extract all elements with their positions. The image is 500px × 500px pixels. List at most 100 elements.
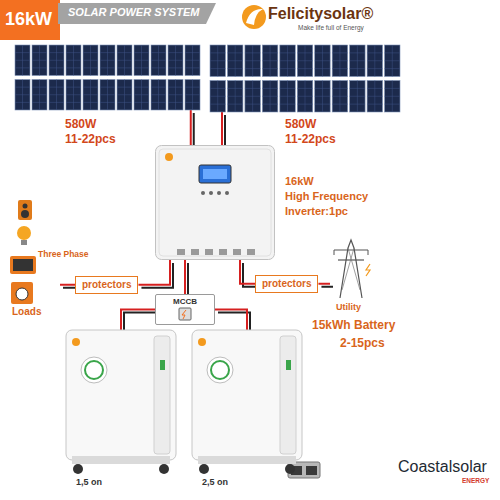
solar-panel bbox=[100, 45, 115, 76]
illustration-part bbox=[32, 102, 47, 103]
illustration-part bbox=[83, 67, 98, 68]
illustration-part bbox=[262, 45, 277, 77]
battery-cabinet-label: 2,5 on bbox=[202, 477, 228, 487]
battery-logo bbox=[198, 338, 206, 346]
illustration-part bbox=[245, 81, 260, 113]
illustration-part bbox=[151, 94, 166, 95]
illustration-part bbox=[117, 80, 132, 111]
illustration-part bbox=[367, 45, 382, 77]
power-badge: 16kW bbox=[5, 9, 52, 30]
illustration-part bbox=[245, 45, 260, 77]
illustration-part bbox=[100, 87, 115, 88]
solar-array-art bbox=[210, 45, 400, 112]
illustration-part bbox=[332, 96, 347, 97]
battery-logo bbox=[72, 338, 80, 346]
solar-panel bbox=[83, 80, 98, 111]
solar-panel bbox=[185, 80, 200, 111]
illustration-part bbox=[280, 88, 295, 89]
illustration-part bbox=[83, 45, 98, 76]
illustration-part bbox=[245, 104, 260, 105]
illustration-part bbox=[49, 94, 64, 95]
illustration-part bbox=[32, 67, 47, 68]
solar-array-label: 580W bbox=[285, 118, 316, 132]
illustration-part bbox=[367, 68, 382, 69]
solar-panel bbox=[15, 80, 30, 111]
illustration-part bbox=[168, 87, 183, 88]
illustration-part bbox=[49, 80, 64, 111]
illustration-part bbox=[332, 81, 347, 113]
illustration-part bbox=[168, 80, 183, 111]
illustration-part bbox=[185, 52, 200, 53]
illustration-part bbox=[210, 68, 225, 69]
illustration-part bbox=[315, 96, 330, 97]
load-group-label: Loads bbox=[12, 306, 41, 318]
solar-panel bbox=[49, 80, 64, 111]
protector-box-label: protectors bbox=[262, 278, 311, 290]
inverter-unit-label: 16kW bbox=[285, 175, 314, 188]
inverter-terminal bbox=[177, 249, 185, 255]
utility-grid: Utility bbox=[330, 238, 372, 316]
illustration-part bbox=[385, 68, 400, 69]
illustration-part bbox=[168, 94, 183, 95]
solar-panel bbox=[227, 45, 242, 77]
battery-cabinet-art bbox=[188, 330, 306, 490]
illustration-part bbox=[315, 45, 330, 77]
solar-panel bbox=[32, 45, 47, 76]
positive-wire bbox=[190, 110, 192, 145]
positive-wire bbox=[240, 260, 255, 284]
illustration-part bbox=[66, 94, 81, 95]
load-group: Three PhaseLoads bbox=[8, 198, 60, 320]
brand-icon-mark bbox=[246, 9, 263, 25]
illustration-part bbox=[262, 60, 277, 61]
illustration-part bbox=[385, 52, 400, 53]
illustration-part bbox=[367, 104, 382, 105]
battery-base bbox=[72, 456, 170, 464]
illustration-part bbox=[32, 94, 47, 95]
battery-ring bbox=[211, 361, 229, 379]
illustration-part bbox=[151, 52, 166, 53]
illustration-part bbox=[15, 52, 30, 53]
illustration-part bbox=[185, 80, 200, 111]
illustration-part bbox=[117, 52, 132, 53]
positive-wire bbox=[60, 284, 75, 286]
illustration-part bbox=[134, 45, 149, 76]
illustration-part bbox=[262, 88, 277, 89]
positive-wire bbox=[215, 310, 247, 330]
solar-array: 580W11-22pcs bbox=[15, 45, 200, 110]
pylon-insulator bbox=[334, 250, 335, 255]
solar-array: 580W11-22pcs bbox=[210, 45, 400, 112]
illustration-part bbox=[32, 80, 47, 111]
inverter-terminal bbox=[247, 249, 255, 255]
illustration-part bbox=[168, 60, 183, 61]
illustration-part bbox=[227, 52, 242, 53]
inverter-button bbox=[201, 191, 205, 195]
solar-panel bbox=[297, 81, 312, 113]
illustration-part bbox=[210, 52, 225, 53]
solar-panel bbox=[134, 80, 149, 111]
solar-array-label: 11-22pcs bbox=[65, 133, 116, 147]
brand-tagline: Make life full of Energy bbox=[298, 24, 364, 31]
inverter-button bbox=[209, 191, 213, 195]
battery-indicator bbox=[286, 360, 291, 370]
positive-wire bbox=[221, 112, 223, 145]
solar-panel bbox=[245, 45, 260, 77]
battery-cabinet: 1,5 on bbox=[62, 330, 180, 490]
illustration-part bbox=[245, 60, 260, 61]
illustration-part bbox=[350, 81, 365, 113]
pylon-frame bbox=[340, 240, 362, 298]
battery-capacity: 15kWh Battery bbox=[312, 319, 395, 333]
illustration-part bbox=[83, 60, 98, 61]
illustration-part bbox=[315, 104, 330, 105]
speaker-cone bbox=[21, 210, 29, 218]
washer-icon bbox=[11, 282, 33, 304]
illustration-part bbox=[210, 104, 225, 105]
pylon-lattice bbox=[342, 248, 354, 290]
solar-panel bbox=[168, 80, 183, 111]
inverter-unit-label: Inverter:1pc bbox=[285, 205, 348, 218]
inverter-unit: 16kWHigh FrequencyInverter:1pc bbox=[155, 145, 275, 260]
illustration-part bbox=[66, 80, 81, 111]
illustration-part bbox=[210, 81, 225, 113]
illustration-part bbox=[367, 60, 382, 61]
